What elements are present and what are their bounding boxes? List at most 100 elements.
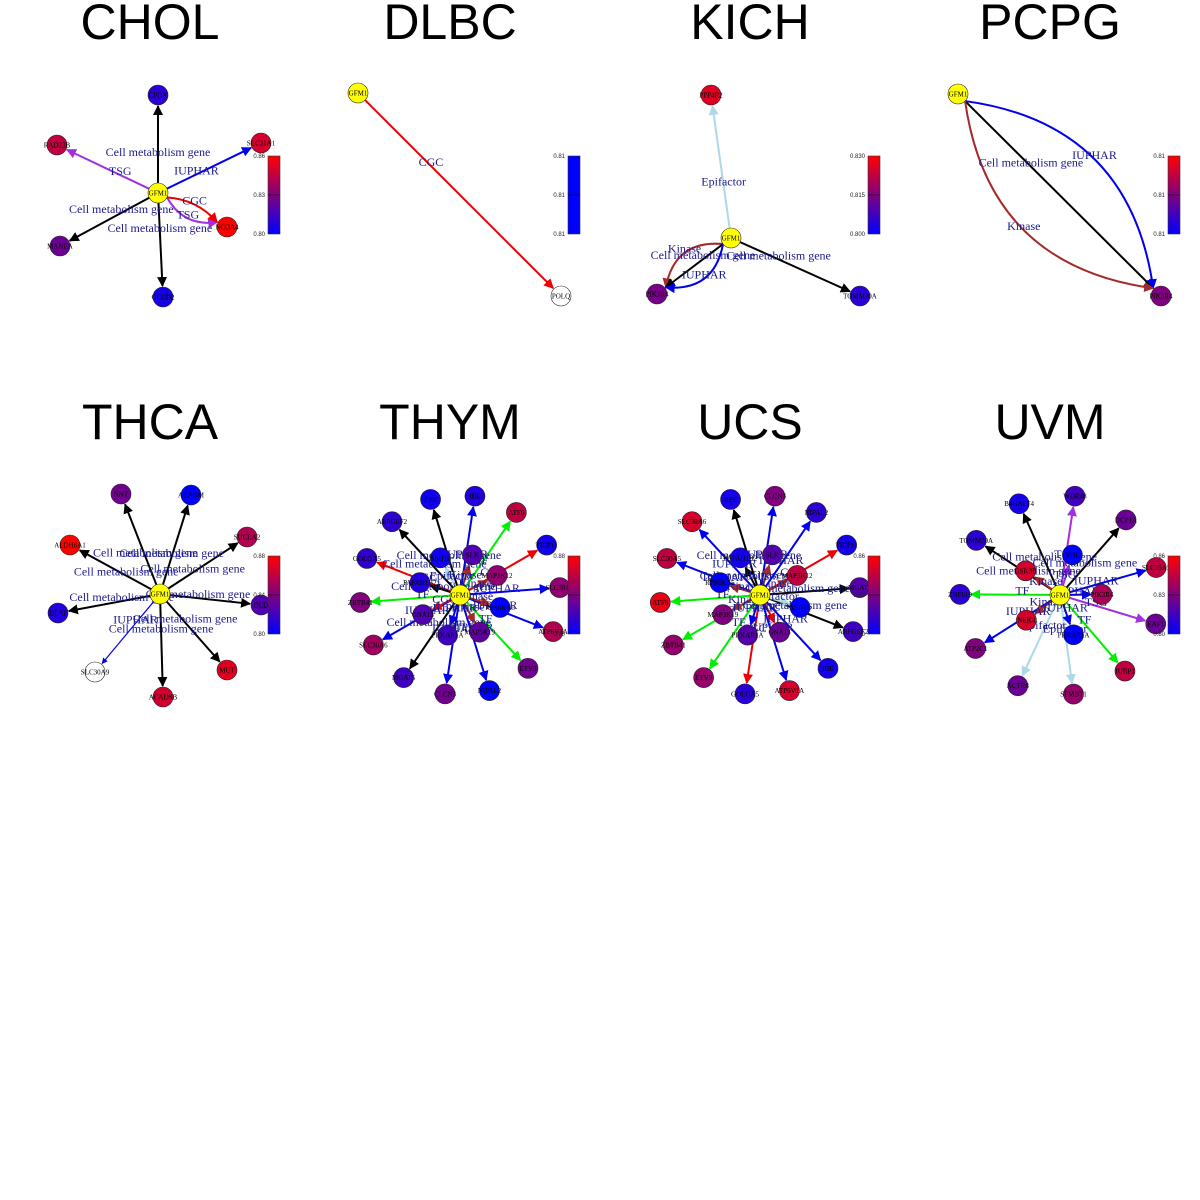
node-circle xyxy=(462,544,483,566)
node-label: NIPAL2 xyxy=(478,687,502,695)
node-label: MAP3K12 xyxy=(782,572,813,580)
edge-label: TSG xyxy=(109,164,132,178)
edge-label: TSG xyxy=(1054,567,1077,581)
gene-node: PIK3R4 xyxy=(646,283,669,305)
node-circle xyxy=(1049,584,1071,606)
gene-node: SLC35A5 xyxy=(1142,557,1171,578)
edge-iuphar xyxy=(764,520,811,588)
gene-node: TRIP11 xyxy=(836,534,858,556)
node-circle xyxy=(1016,609,1037,631)
edge-label: CGC xyxy=(182,194,207,208)
edge-label: IUPHAR xyxy=(1074,574,1119,588)
center-node: GFM1 xyxy=(147,182,169,204)
node-label: CLCN3 xyxy=(434,690,457,698)
node-label: GFM1 xyxy=(151,591,170,599)
node-circle xyxy=(517,658,539,679)
edge-tf xyxy=(970,589,1051,600)
node-circle xyxy=(236,526,258,548)
gene-node: IDE xyxy=(464,485,486,507)
node-circle xyxy=(1008,493,1030,515)
node-label: DLD xyxy=(254,602,268,610)
gene-node: CLCN3 xyxy=(434,683,457,705)
edge-cell-metabolism-gene xyxy=(429,583,451,594)
node-label: NIPAL2 xyxy=(805,509,829,517)
node-label: GFM1 xyxy=(349,90,368,98)
gene-node: MAP3K19 xyxy=(707,604,739,625)
gene-node: ATP2C1 xyxy=(963,638,988,659)
edge-label: Cell metabolism gene xyxy=(146,587,251,601)
edge-iuphar xyxy=(1062,604,1072,626)
node-circle xyxy=(434,683,456,705)
node-circle xyxy=(663,634,684,656)
node-label: ETV3 xyxy=(519,665,537,673)
colorbar: 0.800.840.88 xyxy=(253,554,281,638)
node-label: EAF1 xyxy=(1147,620,1164,628)
node-label: PRKAR1A xyxy=(1058,631,1090,639)
panel-uvm: UVMTSGCell metabolism geneIUPHARTSGTFEpi… xyxy=(900,394,1200,800)
gene-node: RPE xyxy=(420,489,441,510)
colorbar: 0.800.830.86 xyxy=(853,554,881,638)
node-circle xyxy=(147,182,169,204)
edge-label: Cell metabolism gene xyxy=(74,565,179,579)
gene-node: MUT xyxy=(216,659,238,681)
node-label: GOLGA5 xyxy=(731,690,759,698)
edge-cell-metabolism-gene xyxy=(169,594,252,608)
edge-label: Cell metabolism gene xyxy=(108,221,213,235)
node-circle xyxy=(110,483,132,505)
node-circle xyxy=(965,638,986,659)
edge-kinase xyxy=(468,579,489,592)
edge-cell-metabolism-gene xyxy=(1065,527,1120,589)
colorbar: 0.800.88 xyxy=(553,554,581,638)
gene-node: SFMBT1 xyxy=(1060,683,1087,705)
panel-title: KICH xyxy=(690,0,810,50)
node-label: ZBTB41 xyxy=(661,641,686,649)
node-circle xyxy=(506,502,527,523)
edge-iuphar xyxy=(748,604,759,626)
gene-node: GOLGA5 xyxy=(731,683,760,705)
node-label: RPS6KA5 xyxy=(485,604,515,612)
edge-cgc xyxy=(166,196,218,223)
edge-label: TF xyxy=(1015,584,1029,598)
gene-node: GNA13 xyxy=(412,604,434,625)
gene-node: RPS6KA5 xyxy=(705,572,735,593)
edge-cell-metabolism-gene xyxy=(744,566,757,587)
node-label: SFMBT1 xyxy=(1060,691,1087,699)
edge-cell-metabolism-gene xyxy=(68,196,150,242)
node-label: RPS6KA5 xyxy=(705,579,735,587)
nodes: IDEATF6TRIP11SLC30A5ATP6V1AETV3NIPAL2CLC… xyxy=(348,485,574,705)
edge-iuphar xyxy=(698,529,754,589)
node-label: PAFAH1B2 xyxy=(403,579,437,587)
node-circle xyxy=(836,534,857,556)
gene-node: MAP3K12 xyxy=(782,565,813,586)
node-circle xyxy=(152,286,174,308)
edge-label: Cell metabolism gene xyxy=(386,615,491,629)
network-graph: IUPHARIUPHARCGCCell metabolism geneCell … xyxy=(649,485,881,705)
colorbar-tick-label: 0.86 xyxy=(1153,554,1165,560)
colorbar-tick-label: 0.80 xyxy=(553,632,565,638)
gene-node: ETV3 xyxy=(517,658,539,679)
gene-node: PAFAH1B2 xyxy=(403,572,437,593)
node-label: SLC30A5 xyxy=(653,555,682,563)
node-circle xyxy=(420,489,441,510)
edge-label: Cell metabolism gene xyxy=(745,581,850,595)
gene-node: ACADSB xyxy=(149,686,178,708)
gene-node: SLK xyxy=(762,544,783,566)
node-circle xyxy=(393,667,414,688)
colorbar-tick-label: 0.80 xyxy=(853,632,865,638)
gene-node: SLC30A9 xyxy=(81,661,110,683)
gene-node: CPOX xyxy=(147,84,169,106)
node-circle xyxy=(734,683,756,705)
panel-title: THCA xyxy=(81,394,219,450)
center-node: GFM1 xyxy=(449,584,471,606)
gene-node: ETV3 xyxy=(693,667,714,688)
node-circle xyxy=(489,597,511,618)
edge-kinase xyxy=(469,596,491,607)
gene-node: PRKAR1A xyxy=(432,624,464,646)
node-label: ACADSB xyxy=(149,694,178,702)
